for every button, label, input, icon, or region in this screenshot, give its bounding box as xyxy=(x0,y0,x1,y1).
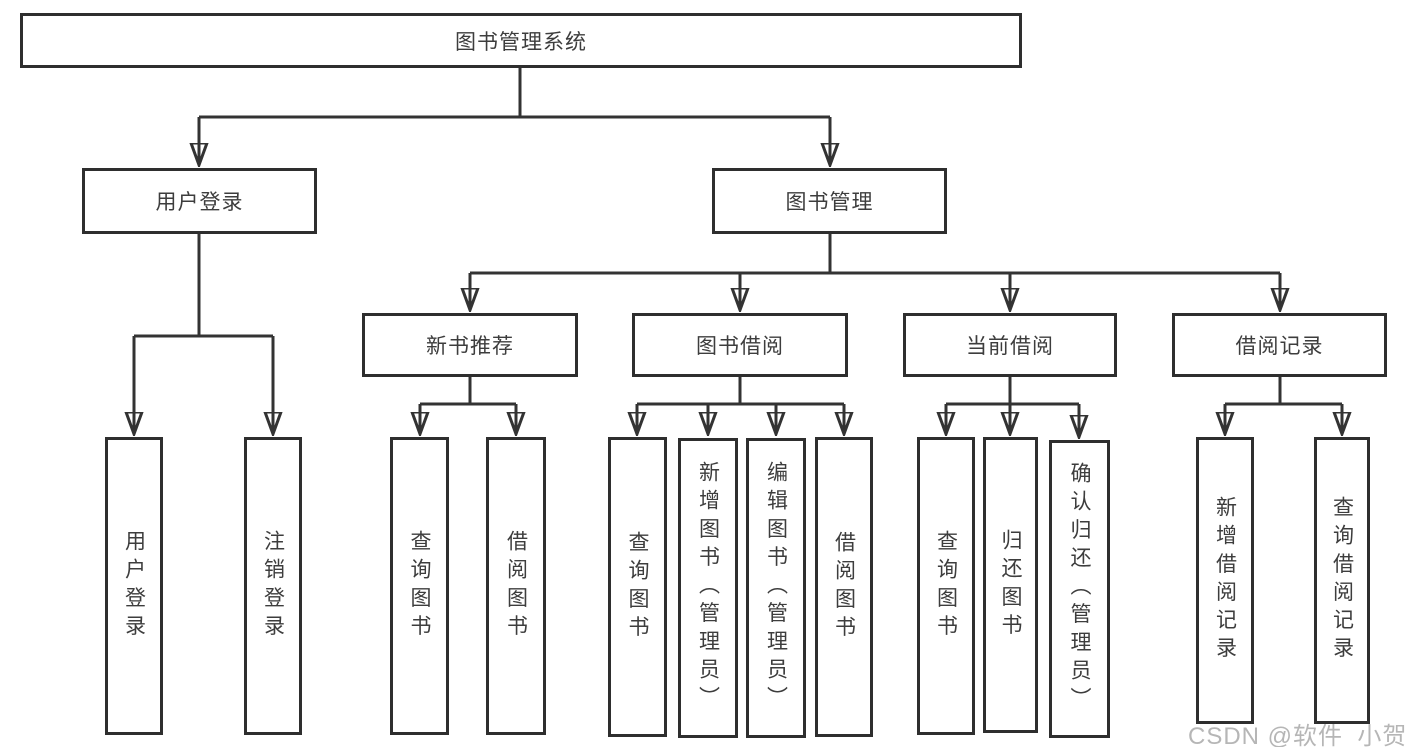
leaf-label: 确认归还（管理员） xyxy=(1068,462,1091,716)
leaf-confirm-return-admin: 确认归还（管理员） xyxy=(1049,440,1110,738)
node-new-book-recommend: 新书推荐 xyxy=(362,313,578,377)
leaf-query-books: 查询图书 xyxy=(390,437,449,735)
node-current-borrowing: 当前借阅 xyxy=(903,313,1117,377)
leaf-query-borrow-record: 查询借阅记录 xyxy=(1314,437,1370,724)
leaf-logout: 注销登录 xyxy=(244,437,302,735)
node-label: 图书管理 xyxy=(785,191,874,214)
node-label: 用户登录 xyxy=(155,191,244,214)
leaf-label: 新增借阅记录 xyxy=(1213,496,1237,665)
leaf-borrow-books: 借阅图书 xyxy=(486,437,546,735)
leaf-label: 新增图书（管理员） xyxy=(696,461,720,715)
leaf-label: 归还图书 xyxy=(999,528,1022,642)
leaf-query-books: 查询图书 xyxy=(917,437,975,735)
leaf-user-login: 用户登录 xyxy=(105,437,163,735)
leaf-label: 借阅图书 xyxy=(504,529,528,643)
leaf-add-borrow-record: 新增借阅记录 xyxy=(1196,437,1254,724)
node-book-management: 图书管理 xyxy=(712,168,947,234)
node-book-borrowing: 图书借阅 xyxy=(632,313,848,377)
node-label: 新书推荐 xyxy=(426,335,514,358)
node-label: 借阅记录 xyxy=(1235,335,1324,358)
node-label: 图书管理系统 xyxy=(455,30,587,54)
node-label: 图书借阅 xyxy=(696,335,784,358)
leaf-add-books-admin: 新增图书（管理员） xyxy=(678,438,738,738)
connector-skeleton xyxy=(134,68,1342,406)
leaf-label: 查询图书 xyxy=(626,530,649,644)
node-root-system: 图书管理系统 xyxy=(20,13,1022,68)
leaf-label: 查询图书 xyxy=(934,529,958,643)
leaf-label: 用户登录 xyxy=(122,529,146,643)
leaf-query-books: 查询图书 xyxy=(608,437,667,737)
leaf-return-books: 归还图书 xyxy=(983,437,1038,733)
leaf-label: 注销登录 xyxy=(261,529,285,643)
leaf-label: 查询图书 xyxy=(408,529,431,643)
leaf-edit-books-admin: 编辑图书（管理员） xyxy=(746,438,806,738)
node-user-login: 用户登录 xyxy=(82,168,317,234)
leaf-borrow-books: 借阅图书 xyxy=(815,437,873,737)
leaf-label: 借阅图书 xyxy=(832,530,856,644)
csdn-watermark: CSDN @软件_小贺同学 xyxy=(1188,723,1405,747)
node-borrow-records: 借阅记录 xyxy=(1172,313,1387,377)
leaf-label: 查询借阅记录 xyxy=(1330,496,1354,665)
leaf-label: 编辑图书（管理员） xyxy=(764,461,788,715)
node-label: 当前借阅 xyxy=(966,335,1054,358)
